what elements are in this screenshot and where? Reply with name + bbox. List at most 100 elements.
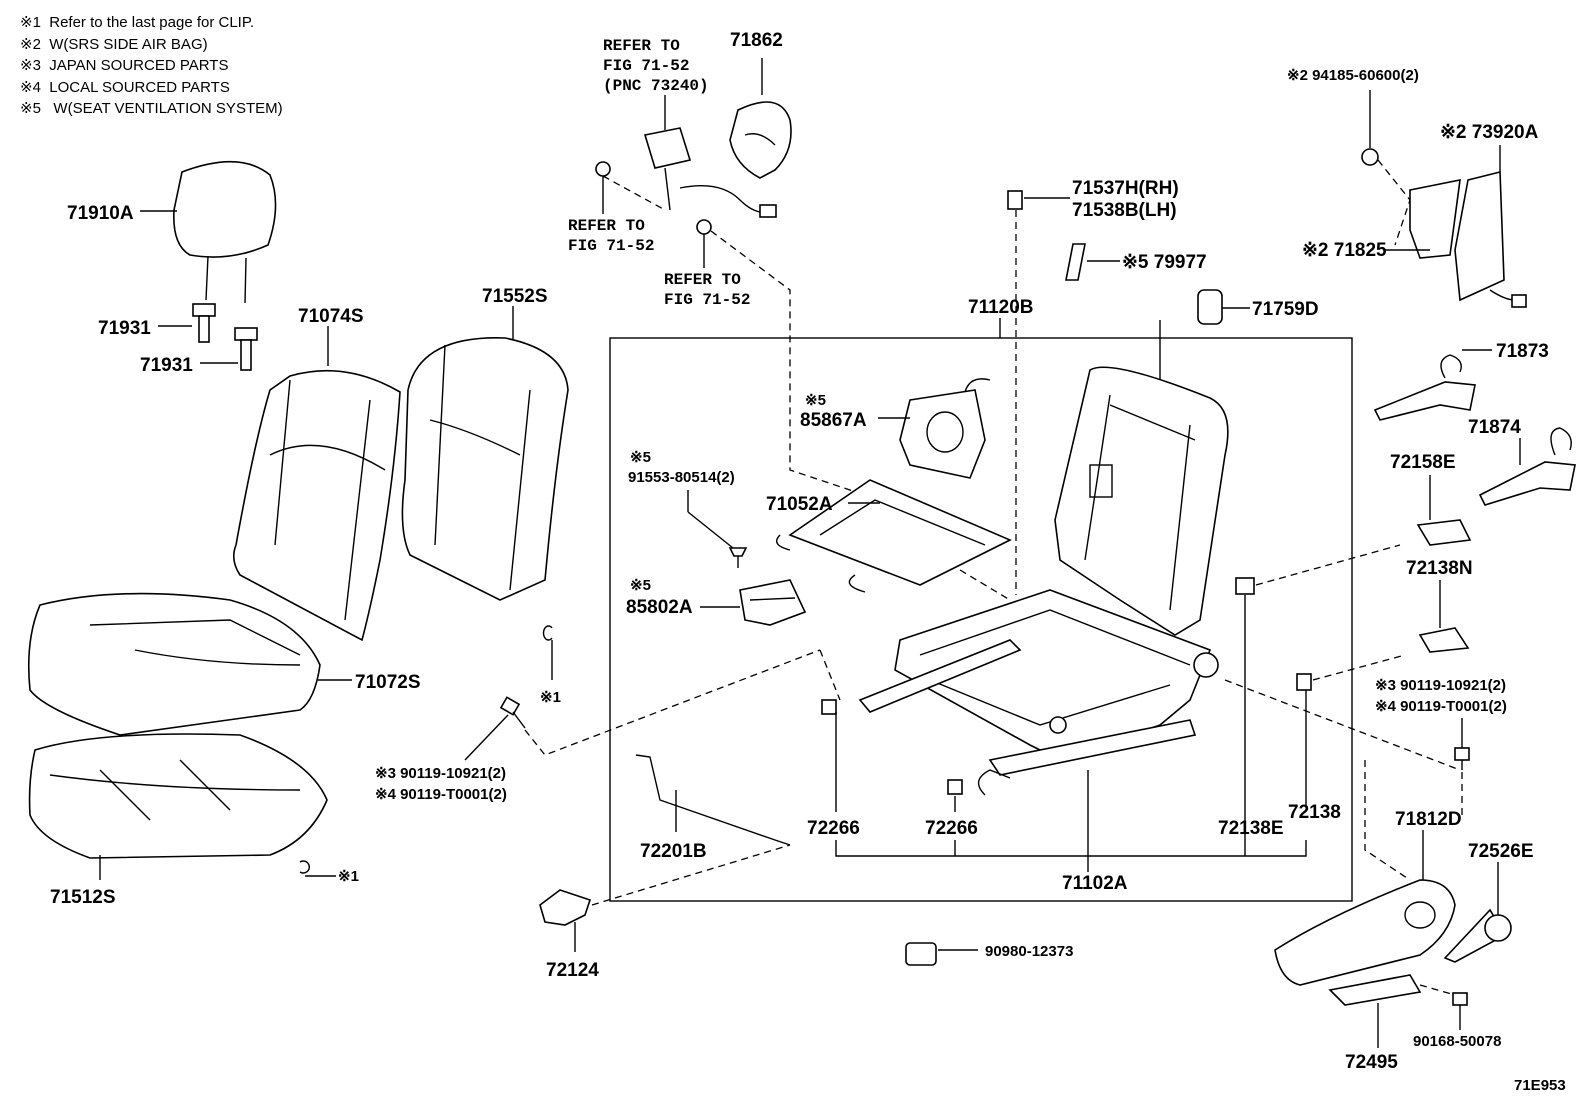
notes-legend: ※1 Refer to the last page for CLIP. ※2 W… — [20, 12, 283, 120]
label-71759D: 71759D — [1252, 299, 1319, 320]
label-71931b: 71931 — [140, 355, 193, 376]
headrest-support-1[interactable] — [192, 303, 216, 343]
label-71512S: 71512S — [50, 887, 116, 908]
bolt-right[interactable] — [1454, 747, 1470, 770]
label-85867A: 85867A — [800, 410, 867, 431]
side-airbag-73920A[interactable] — [1454, 170, 1527, 308]
dash-belt-1 — [602, 175, 666, 211]
ref-mid-2: FIG 71-52 — [664, 291, 750, 309]
dash-bolt-left-2 — [819, 649, 841, 701]
note-4: ※4 LOCAL SOURCED PARTS — [20, 78, 230, 96]
wire-72201B[interactable] — [635, 754, 791, 846]
label-71074S: 71074S — [298, 306, 364, 327]
cover-72138N[interactable] — [1418, 627, 1470, 653]
label-71552S: 71552S — [482, 286, 548, 307]
label-71120B: 71120B — [968, 297, 1034, 318]
label-71931a: 71931 — [98, 318, 151, 339]
label-72266a: 72266 — [807, 818, 860, 839]
label-71910A: 71910A — [67, 203, 134, 224]
label-85802A-note: ※5 — [630, 577, 651, 594]
cover-72495[interactable] — [1328, 974, 1422, 1006]
leader-90119-left — [464, 714, 509, 761]
label-72138N: 72138N — [1406, 558, 1473, 579]
seat-mat-71052A[interactable] — [776, 479, 1012, 593]
clip-icon — [299, 860, 310, 874]
pad-79977[interactable] — [1065, 243, 1086, 281]
bolt-left[interactable] — [499, 696, 526, 729]
dash-72495 — [1419, 984, 1456, 996]
connector-90980[interactable] — [905, 942, 937, 966]
bolt-90168[interactable] — [1452, 992, 1468, 1006]
clip-71537H[interactable] — [1007, 190, 1023, 210]
lever-72526E[interactable] — [1443, 908, 1512, 963]
label-71072S: 71072S — [355, 672, 421, 693]
note-2: ※2 W(SRS SIDE AIR BAG) — [20, 35, 208, 53]
label-clip1b: ※1 — [338, 868, 359, 885]
label-71874: 71874 — [1468, 417, 1521, 438]
dash-71812D — [1364, 760, 1411, 881]
assembly-frame-box — [609, 337, 1353, 902]
headrest-support-2[interactable] — [234, 327, 258, 371]
lever-72124[interactable] — [539, 889, 592, 926]
seat-cushion-cover[interactable] — [27, 592, 321, 736]
ventilation-fan-85802A[interactable] — [739, 579, 807, 626]
label-71812D: 71812D — [1395, 809, 1462, 830]
label-85867A-note: ※5 — [805, 392, 826, 409]
ref-left-1: REFER TO — [568, 217, 645, 235]
clip-72266a[interactable] — [821, 699, 837, 715]
dash-94185 — [1377, 159, 1411, 246]
cover-71759D[interactable] — [1197, 289, 1223, 325]
label-71537H: 71537H(RH) — [1072, 178, 1179, 199]
clip-72266b[interactable] — [947, 779, 963, 795]
label-clip1a: ※1 — [540, 689, 561, 706]
ref-left-2: FIG 71-52 — [568, 237, 654, 255]
seatback-cover[interactable] — [232, 369, 401, 642]
diagram-code: 71E953 — [1514, 1077, 1566, 1094]
bracket-71102A — [835, 840, 1307, 857]
dash-71052A — [959, 569, 1011, 601]
ventilation-fan-85867A[interactable] — [899, 378, 991, 479]
belt-cover-71862[interactable] — [729, 101, 792, 179]
seat-frame[interactable] — [858, 366, 1229, 796]
note-5: ※5 W(SEAT VENTILATION SYSTEM) — [20, 100, 283, 117]
label-71538B: 71538B(LH) — [1072, 200, 1177, 221]
label-72495: 72495 — [1345, 1052, 1398, 1073]
headrest[interactable] — [173, 160, 277, 304]
bolt-icon — [595, 161, 611, 177]
note-1: ※1 Refer to the last page for CLIP. — [20, 14, 255, 31]
label-73920A: ※2 73920A — [1440, 122, 1539, 143]
label-85802A: 85802A — [626, 597, 693, 618]
cover-72158E[interactable] — [1416, 519, 1472, 546]
seatback-pad[interactable] — [401, 337, 569, 601]
label-72526E: 72526E — [1468, 841, 1534, 862]
seat-belt-buckle[interactable] — [643, 127, 777, 218]
bracket-72138E[interactable] — [1235, 577, 1255, 595]
label-71862: 71862 — [730, 30, 783, 51]
clip-icon — [542, 625, 553, 641]
side-shield-71812D[interactable] — [1274, 879, 1456, 986]
label-90119-right-2: ※4 90119-T0001(2) — [1375, 698, 1507, 715]
label-91553: 91553-80514(2) — [628, 469, 735, 486]
label-90980: 90980-12373 — [985, 943, 1073, 960]
label-72124: 72124 — [546, 960, 599, 981]
bolt-94185[interactable] — [1361, 148, 1379, 166]
seat-cushion-pad[interactable] — [28, 733, 328, 859]
bracket-71825[interactable] — [1409, 178, 1461, 259]
label-72138E: 72138E — [1218, 818, 1284, 839]
label-72266b: 72266 — [925, 818, 978, 839]
dash-belt-2 — [710, 230, 881, 501]
note-3: ※3 JAPAN SOURCED PARTS — [20, 57, 229, 74]
hook-71873[interactable] — [1373, 354, 1476, 421]
label-90119-left-1: ※3 90119-10921(2) — [375, 765, 506, 782]
label-71052A: 71052A — [766, 494, 833, 515]
label-90119-right-1: ※3 90119-10921(2) — [1375, 677, 1506, 694]
label-94185: ※2 94185-60600(2) — [1287, 67, 1419, 84]
bracket-72138[interactable] — [1296, 673, 1312, 691]
ref-top-1: REFER TO — [603, 37, 680, 55]
ref-mid-1: REFER TO — [664, 271, 741, 289]
hook-71874[interactable] — [1478, 427, 1576, 506]
label-72158E: 72158E — [1390, 452, 1456, 473]
screw-91553[interactable] — [728, 547, 748, 568]
label-71102A: 71102A — [1062, 873, 1128, 894]
